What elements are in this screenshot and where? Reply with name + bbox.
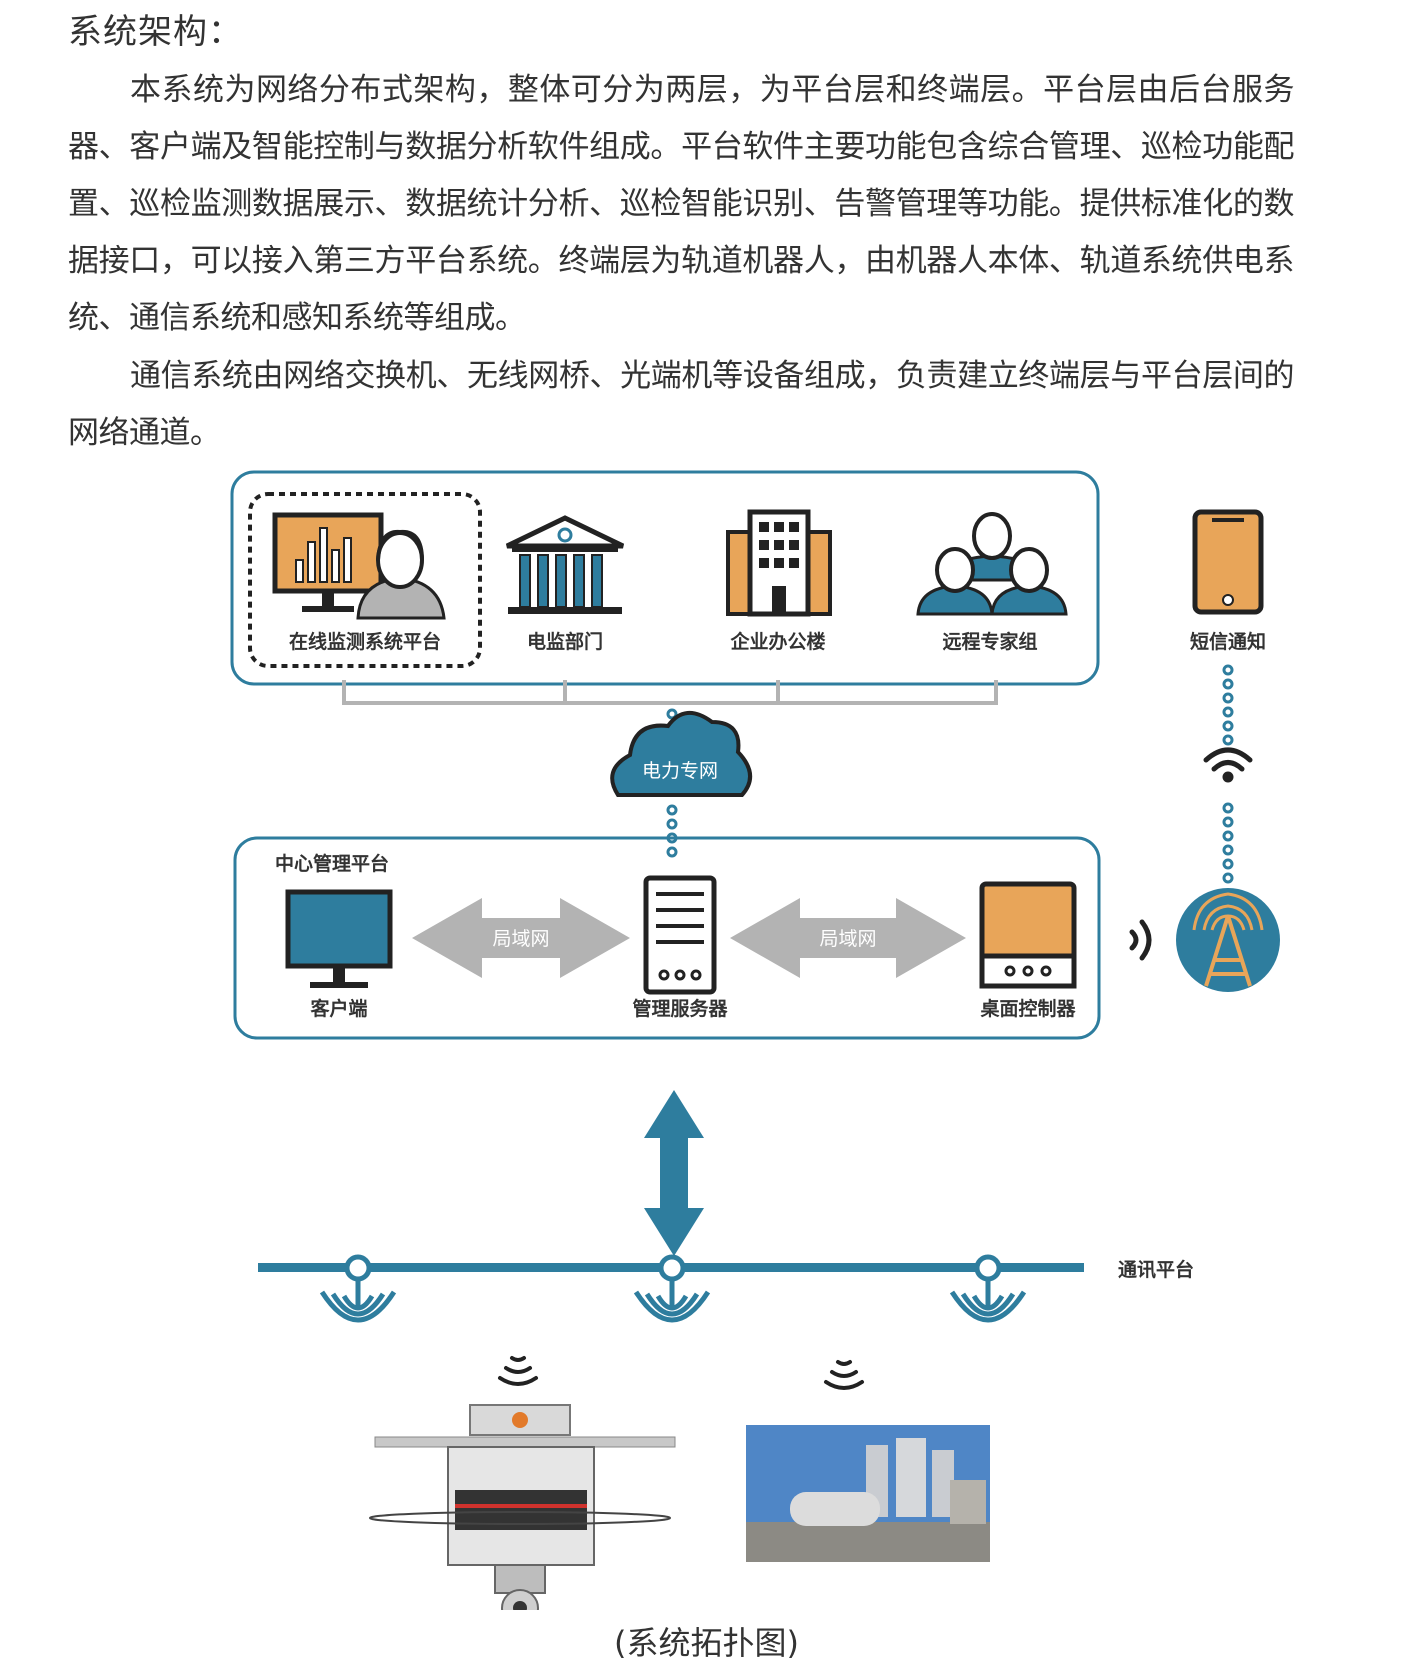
- cloud-label-power-network: 电力专网: [642, 760, 718, 782]
- wireless-access-point-2: [633, 1254, 711, 1323]
- dotted-link-phone-tower: [1222, 664, 1234, 884]
- section-title: 系统架构：: [68, 12, 243, 52]
- lan-label-right: 局域网: [819, 928, 876, 950]
- node-label-desktop-controller: 桌面控制器: [980, 997, 1076, 1020]
- wifi-icon: [1203, 747, 1253, 783]
- node-label-online-monitoring: 在线监测系统平台: [289, 630, 441, 653]
- server-icon: [643, 875, 717, 995]
- rail-inspection-robot-image: [369, 1404, 676, 1610]
- lan-arrow-left: [412, 898, 630, 978]
- government-building-icon: [505, 515, 625, 614]
- node-label-sms-notification: 短信通知: [1190, 630, 1266, 653]
- plant-wifi-icon: [824, 1360, 864, 1390]
- wireless-access-point-1: [319, 1254, 397, 1323]
- wireless-access-point-3: [949, 1254, 1027, 1323]
- cloud-icon: [610, 711, 752, 797]
- vertical-double-arrow: [644, 1090, 704, 1256]
- node-label-expert-group: 远程专家组: [942, 630, 1037, 653]
- top-nodes-connector: [342, 680, 998, 705]
- diagram-caption: (系统拓扑图): [614, 1624, 799, 1662]
- signal-waves-icon: [1129, 919, 1152, 961]
- center-management-box: [233, 836, 1101, 1040]
- system-topology-diagram: 在线监测系统平台 电监部门 企业办公楼 远程专家组: [230, 470, 1280, 1610]
- robot-wifi-icon: [498, 1356, 538, 1386]
- lan-arrow-right: [730, 898, 966, 978]
- communication-platform-label: 通讯平台: [1118, 1258, 1194, 1281]
- online-monitoring-dashed-box: [248, 492, 482, 668]
- signal-tower-icon: [1176, 888, 1280, 992]
- dotted-link-cloud-server: [666, 804, 678, 858]
- office-building-icon: [726, 509, 832, 617]
- paragraph-architecture: 本系统为网络分布式架构，整体可分为两层，为平台层和终端层。平台层由后台服务器、客…: [68, 72, 1295, 336]
- lan-label-left: 局域网: [492, 928, 549, 950]
- operator-person-icon: [356, 529, 446, 620]
- smartphone-icon: [1192, 509, 1264, 615]
- expert-group-icon: [916, 512, 1068, 616]
- node-label-client: 客户端: [310, 997, 367, 1020]
- node-label-power-regulator: 电监部门: [527, 630, 603, 653]
- platform-layer-box: [230, 470, 1100, 686]
- desktop-controller-icon: [979, 881, 1077, 989]
- client-monitor-icon: [285, 889, 393, 988]
- industrial-plant-photo: [746, 1425, 990, 1562]
- center-management-title: 中心管理平台: [275, 852, 389, 875]
- node-label-management-server: 管理服务器: [632, 997, 728, 1020]
- paragraph-communication: 通信系统由网络交换机、无线网桥、光端机等设备组成，负责建立终端层与平台层间的网络…: [68, 358, 1295, 451]
- node-label-office-building: 企业办公楼: [729, 630, 825, 653]
